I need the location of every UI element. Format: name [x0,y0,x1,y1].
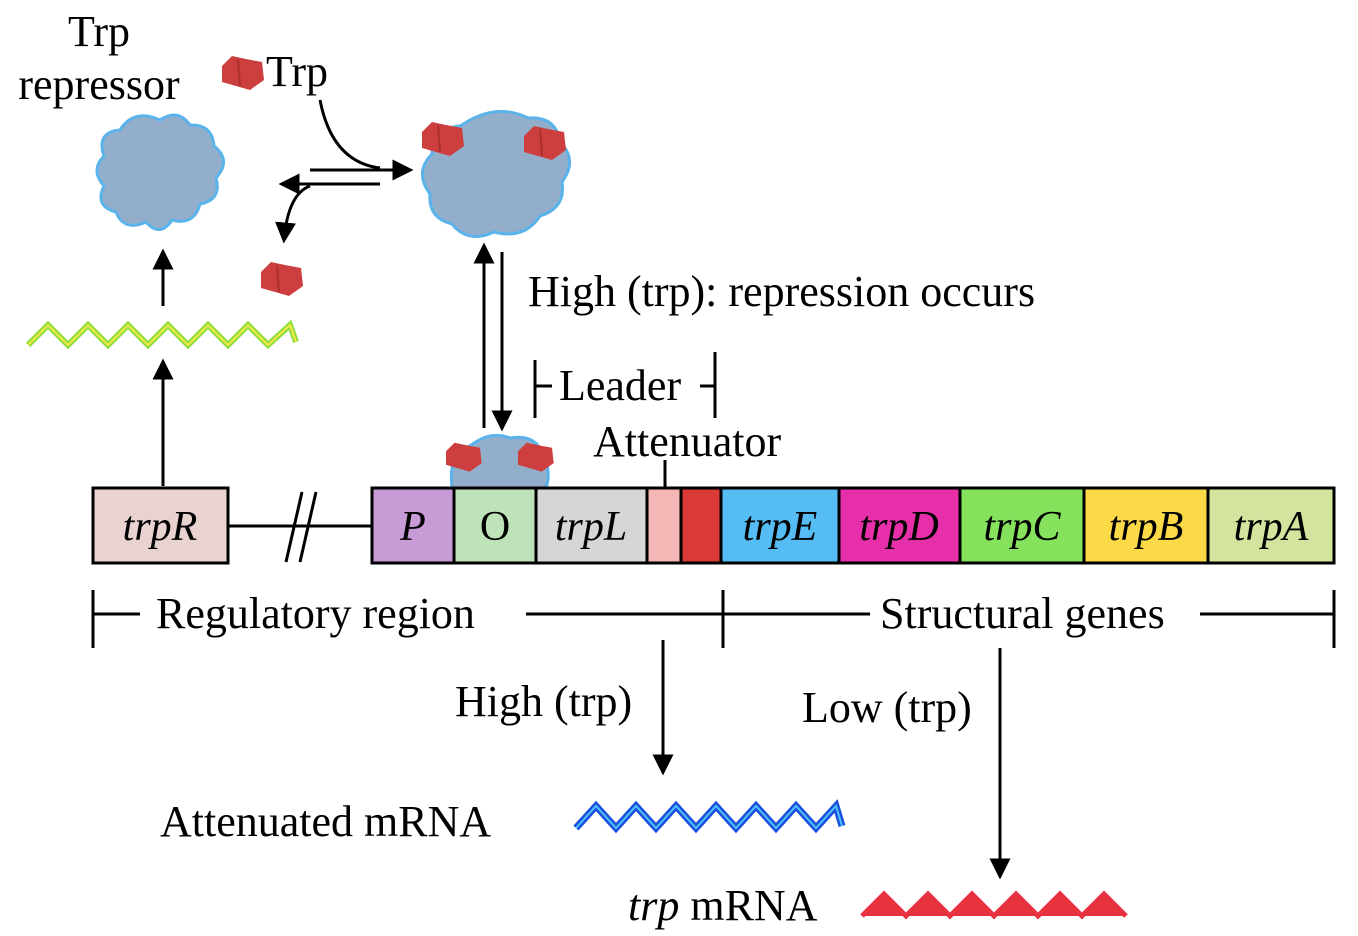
trp-mrna-label-rest: mRNA [679,881,817,930]
gene-label-trpC: trpC [983,504,1061,550]
trp-molecule-legend [222,56,264,90]
trp-mrna [860,890,1128,920]
bound-trp-molecule-right [524,126,566,160]
leader-label: Leader [559,361,681,410]
operator-trp-right [518,442,554,472]
gene-label-trpD: trpD [859,504,938,550]
attenuator-label: Attenuator [593,417,782,466]
operator-trp-left [446,442,482,472]
trp-release-curve [275,184,311,244]
gene-box-trpR [91,486,230,565]
gene-label-trpA: trpA [1234,504,1309,550]
bound-trp-molecule-left [422,122,464,156]
gene-label-trpL: trpL [555,504,627,550]
gene-label-P: P [399,504,426,550]
regulatory-region-label: Regulatory region [156,589,475,638]
released-trp-molecule [261,262,303,296]
gene-box-trpA [1206,486,1336,565]
trp-molecule-label: Trp [266,47,328,96]
free-repressor-shape [95,113,225,231]
gene-box-trpC [958,486,1086,565]
gene-box-O [452,486,538,565]
low-trp-label: Low (trp) [802,683,972,732]
trp-mrna-label-italic: trp [628,881,679,930]
gene-label-trpE: trpE [743,504,818,550]
gene-label-O: O [480,504,510,550]
leader-end-box [679,486,723,565]
gap-mark-2 [298,491,318,563]
repression-label: High (trp): repression occurs [528,267,1035,316]
structural-genes-label: Structural genes [880,589,1165,638]
gene-box-trpD [837,486,962,565]
repressor-label-line1: Trp [68,7,130,56]
gene-label-trpB: trpB [1109,504,1184,550]
repressor-mrna-inner [27,323,297,347]
gene-box-trpE [719,486,841,565]
trp-mrna-label: trp mRNA [628,881,818,930]
repressor-label-line2: repressor [18,60,180,109]
attenuated-mrna-inner [575,804,843,830]
trp-binding-curve [318,99,381,170]
gene-box-P [370,486,456,565]
attenuated-mrna-label: Attenuated mRNA [160,797,491,846]
high-trp-label: High (trp) [455,677,632,726]
attenuated-mrna [573,799,846,834]
attenuator-box [645,486,683,565]
repressor-mrna [25,319,299,350]
gene-label-trpR: trpR [123,504,198,550]
gap-mark-1 [284,491,304,563]
